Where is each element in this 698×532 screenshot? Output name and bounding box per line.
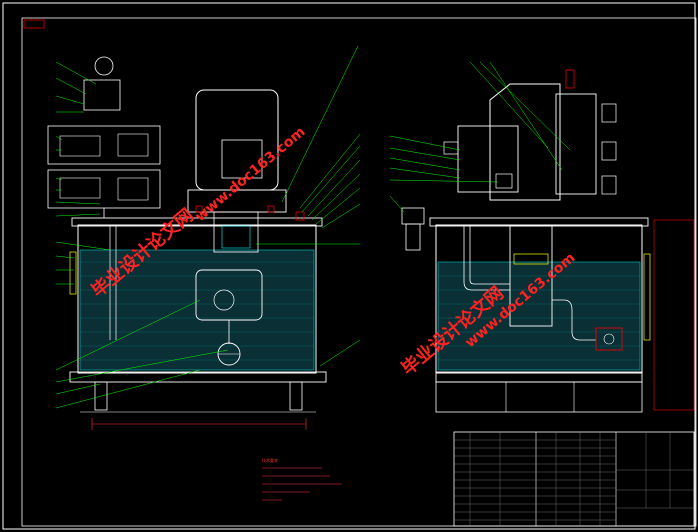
pressure-gauge xyxy=(94,56,114,76)
tank-right xyxy=(435,224,643,374)
foot-left-2 xyxy=(289,381,303,411)
leader-lines-right xyxy=(389,61,571,213)
notes-heading: 技术要求 xyxy=(262,457,278,463)
pump-side xyxy=(509,225,553,327)
valve-block-2 xyxy=(47,125,161,165)
fluid-left xyxy=(79,249,315,371)
fluid-right xyxy=(437,261,641,371)
inner-frame xyxy=(21,17,697,527)
corner-tag xyxy=(23,19,45,29)
air-breather xyxy=(401,207,425,225)
valve-block-1 xyxy=(83,79,121,111)
sight-gauge-left xyxy=(69,251,77,295)
foot-left-1 xyxy=(94,381,108,411)
base-left xyxy=(69,371,327,383)
tank-left xyxy=(77,224,317,374)
side-view xyxy=(389,61,695,413)
heater xyxy=(595,327,623,351)
front-view xyxy=(47,45,361,430)
sight-gauge-right xyxy=(643,253,651,341)
motor-side xyxy=(489,83,561,201)
tank-lid-left xyxy=(71,217,323,227)
motor-box xyxy=(221,139,263,179)
leader-lines-left xyxy=(55,45,361,409)
technical-notes: 技术要求 xyxy=(262,457,342,501)
title-block xyxy=(453,431,695,527)
valve-block-side xyxy=(457,125,519,193)
coupling xyxy=(213,211,259,253)
watermark-2: www.doc163.com xyxy=(192,124,308,225)
